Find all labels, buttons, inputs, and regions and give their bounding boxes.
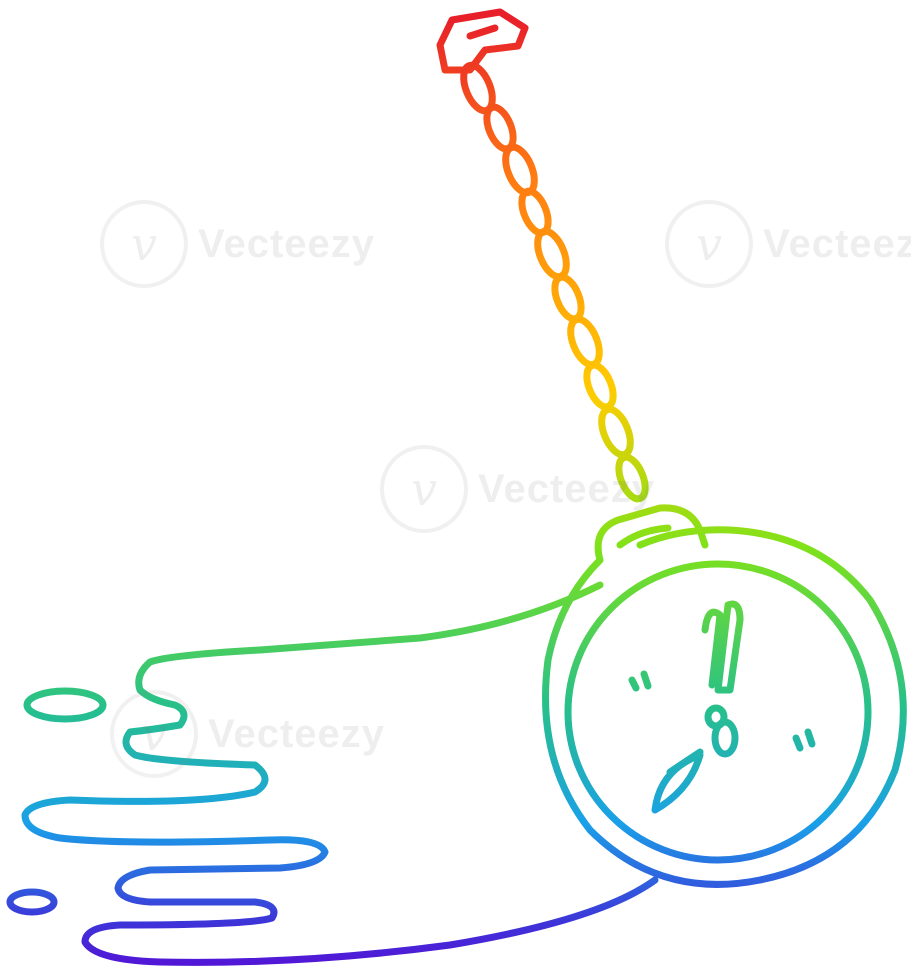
watermark-text: Vecteezy: [198, 221, 376, 266]
watermark-text: Vecteezy: [763, 221, 911, 266]
watermark-logo-icon: v: [110, 690, 198, 778]
watermark-logo-icon: v: [380, 445, 468, 533]
watch-face: [628, 600, 816, 814]
watermark-logo-icon: v: [665, 200, 753, 288]
watermark: v Vecteezy: [110, 690, 385, 778]
watch-crown: [594, 504, 709, 564]
watch-case: [542, 526, 907, 888]
watermark: v Vecteezy: [100, 200, 375, 288]
watermark: v Vecteezy: [380, 445, 655, 533]
chain: [460, 61, 649, 503]
watermark-logo-icon: v: [100, 200, 188, 288]
watermark: v Vecteezy: [665, 200, 911, 288]
chain-handle: [436, 8, 529, 74]
watermark-text: Vecteezy: [478, 466, 656, 511]
watermark-text: Vecteezy: [208, 711, 386, 756]
